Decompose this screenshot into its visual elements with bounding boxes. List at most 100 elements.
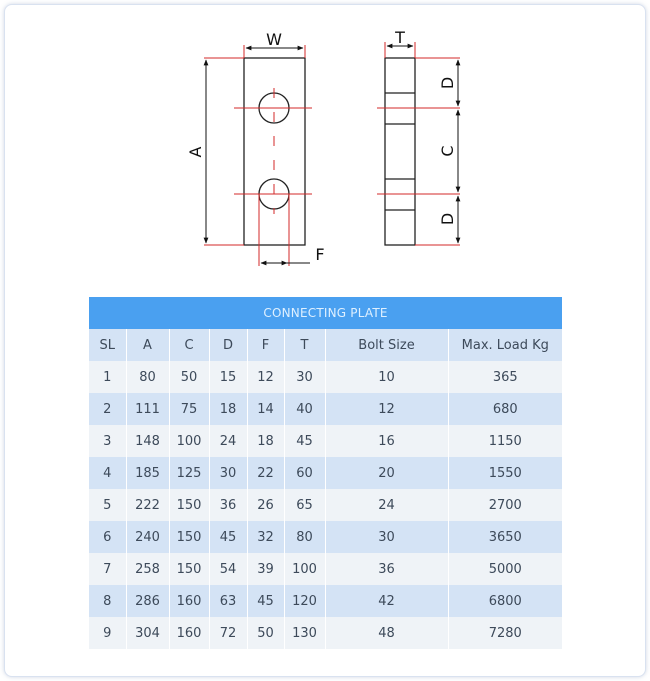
header-a: A bbox=[126, 329, 170, 361]
cell-bolt-size: 16 bbox=[325, 425, 449, 457]
cell-f: 50 bbox=[247, 617, 285, 649]
cell-sl: 7 bbox=[89, 553, 127, 585]
cell-d: 30 bbox=[209, 457, 248, 489]
cell-t: 120 bbox=[284, 585, 326, 617]
cell-sl: 9 bbox=[89, 617, 127, 649]
side-view: T D C D bbox=[377, 28, 461, 246]
cell-max-load: 1150 bbox=[448, 425, 563, 457]
table-header-row: SL A C D F T Bolt Size Max. Load Kg bbox=[89, 329, 563, 361]
table-row: 9 304 160 72 50 130 48 7280 bbox=[89, 617, 563, 649]
header-max-load: Max. Load Kg bbox=[448, 329, 563, 361]
cell-f: 14 bbox=[247, 393, 285, 425]
cell-max-load: 2700 bbox=[448, 489, 563, 521]
cell-sl: 8 bbox=[89, 585, 127, 617]
cell-c: 50 bbox=[169, 361, 210, 393]
cell-bolt-size: 48 bbox=[325, 617, 449, 649]
cell-c: 160 bbox=[169, 585, 210, 617]
cell-t: 40 bbox=[284, 393, 326, 425]
table-row: 6 240 150 45 32 80 30 3650 bbox=[89, 521, 563, 553]
cell-max-load: 6800 bbox=[448, 585, 563, 617]
cell-t: 130 bbox=[284, 617, 326, 649]
side-plate-outline bbox=[384, 57, 416, 246]
header-c: C bbox=[169, 329, 210, 361]
table-row: 4 185 125 30 22 60 20 1550 bbox=[89, 457, 563, 489]
cell-max-load: 680 bbox=[448, 393, 563, 425]
cell-bolt-size: 36 bbox=[325, 553, 449, 585]
cell-d: 15 bbox=[209, 361, 248, 393]
cell-d: 36 bbox=[209, 489, 248, 521]
cell-a: 111 bbox=[126, 393, 170, 425]
connecting-plate-drawing: A W F T D C bbox=[186, 28, 461, 266]
cell-f: 22 bbox=[247, 457, 285, 489]
cell-c: 75 bbox=[169, 393, 210, 425]
dimension-d-bottom-label: D bbox=[438, 213, 457, 225]
cell-d: 18 bbox=[209, 393, 248, 425]
cell-bolt-size: 12 bbox=[325, 393, 449, 425]
cell-t: 60 bbox=[284, 457, 326, 489]
cell-a: 80 bbox=[126, 361, 170, 393]
cell-t: 65 bbox=[284, 489, 326, 521]
cell-c: 100 bbox=[169, 425, 210, 457]
cell-sl: 6 bbox=[89, 521, 127, 553]
cell-c: 150 bbox=[169, 489, 210, 521]
cell-sl: 2 bbox=[89, 393, 127, 425]
cell-a: 286 bbox=[126, 585, 170, 617]
cell-f: 12 bbox=[247, 361, 285, 393]
header-d: D bbox=[209, 329, 248, 361]
dimension-w-label: W bbox=[266, 30, 282, 49]
cell-d: 72 bbox=[209, 617, 248, 649]
cell-max-load: 365 bbox=[448, 361, 563, 393]
cell-f: 32 bbox=[247, 521, 285, 553]
cell-max-load: 1550 bbox=[448, 457, 563, 489]
header-f: F bbox=[247, 329, 285, 361]
cell-a: 148 bbox=[126, 425, 170, 457]
table-row: 3 148 100 24 18 45 16 1150 bbox=[89, 425, 563, 457]
dimension-c-label: C bbox=[438, 145, 457, 156]
dimension-t-label: T bbox=[394, 28, 405, 47]
dimension-d-top-label: D bbox=[438, 77, 457, 89]
cell-d: 63 bbox=[209, 585, 248, 617]
cell-sl: 1 bbox=[89, 361, 127, 393]
cell-sl: 3 bbox=[89, 425, 127, 457]
table-row: 5 222 150 36 26 65 24 2700 bbox=[89, 489, 563, 521]
dimension-f-label: F bbox=[315, 245, 324, 264]
cell-t: 45 bbox=[284, 425, 326, 457]
front-plate-outline bbox=[243, 57, 306, 246]
header-sl: SL bbox=[89, 329, 127, 361]
cell-f: 45 bbox=[247, 585, 285, 617]
cell-a: 240 bbox=[126, 521, 170, 553]
cell-a: 304 bbox=[126, 617, 170, 649]
cell-f: 39 bbox=[247, 553, 285, 585]
cell-d: 45 bbox=[209, 521, 248, 553]
cell-a: 222 bbox=[126, 489, 170, 521]
cell-bolt-size: 10 bbox=[325, 361, 449, 393]
table-row: 7 258 150 54 39 100 36 5000 bbox=[89, 553, 563, 585]
front-view: A W F bbox=[186, 30, 325, 266]
cell-sl: 4 bbox=[89, 457, 127, 489]
cell-f: 18 bbox=[247, 425, 285, 457]
cell-c: 160 bbox=[169, 617, 210, 649]
cell-f: 26 bbox=[247, 489, 285, 521]
cell-max-load: 7280 bbox=[448, 617, 563, 649]
cell-d: 54 bbox=[209, 553, 248, 585]
cell-sl: 5 bbox=[89, 489, 127, 521]
cell-a: 185 bbox=[126, 457, 170, 489]
table-row: 2 111 75 18 14 40 12 680 bbox=[89, 393, 563, 425]
header-t: T bbox=[284, 329, 326, 361]
cell-c: 150 bbox=[169, 521, 210, 553]
table-row: 8 286 160 63 45 120 42 6800 bbox=[89, 585, 563, 617]
connecting-plate-table: CONNECTING PLATE SL A C D F T Bolt Size … bbox=[89, 297, 563, 649]
cell-a: 258 bbox=[126, 553, 170, 585]
cell-bolt-size: 42 bbox=[325, 585, 449, 617]
table-title-row: CONNECTING PLATE bbox=[89, 297, 563, 329]
cell-max-load: 5000 bbox=[448, 553, 563, 585]
cell-bolt-size: 30 bbox=[325, 521, 449, 553]
header-bolt-size: Bolt Size bbox=[325, 329, 449, 361]
cell-c: 150 bbox=[169, 553, 210, 585]
cell-t: 100 bbox=[284, 553, 326, 585]
cell-bolt-size: 24 bbox=[325, 489, 449, 521]
cell-max-load: 3650 bbox=[448, 521, 563, 553]
cell-c: 125 bbox=[169, 457, 210, 489]
cell-t: 30 bbox=[284, 361, 326, 393]
table-row: 1 80 50 15 12 30 10 365 bbox=[89, 361, 563, 393]
